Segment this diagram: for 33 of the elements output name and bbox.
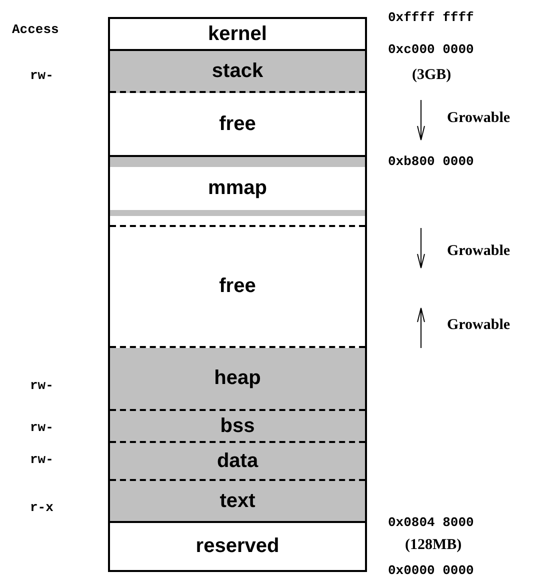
segment-name: free — [219, 112, 256, 136]
growth-label: Growable — [447, 318, 510, 333]
segment-name: free — [219, 275, 256, 298]
address-label: 0xc000 0000 — [388, 43, 474, 56]
address-label: 0xffff ffff — [388, 11, 474, 24]
segment-name: bss — [220, 414, 255, 438]
column-header: Access — [12, 23, 59, 36]
memory-segment — [110, 443, 365, 481]
growth-label: Growable — [447, 111, 510, 126]
address-label: 0x0000 0000 — [388, 564, 474, 577]
segment-name: data — [216, 450, 258, 472]
permission-label: rw- — [30, 453, 54, 466]
memory-segment — [110, 225, 365, 348]
memory-segment — [110, 51, 365, 93]
permission-label: rw- — [30, 421, 54, 434]
segment-name: text — [220, 490, 256, 512]
segment-name: reserved — [196, 535, 280, 558]
memory-segment — [110, 481, 365, 523]
address-label: 0x0804 8000 — [388, 516, 474, 529]
memory-segment — [110, 157, 365, 216]
segment-name: mmap — [208, 177, 267, 200]
segment-name: kernel — [208, 22, 267, 46]
segment-name: heap — [214, 367, 261, 390]
permission-label: rw- — [30, 69, 54, 82]
permission-label: r-x — [30, 501, 54, 514]
size-label: (3GB) — [412, 68, 452, 83]
segment-name: stack — [212, 60, 264, 82]
permission-label: rw- — [30, 379, 54, 392]
size-label: (128MB) — [405, 538, 462, 553]
address-label: 0xb800 0000 — [388, 155, 474, 168]
memory-segment — [110, 348, 365, 411]
growth-label: Growable — [447, 244, 510, 259]
memory-segment — [110, 411, 365, 443]
